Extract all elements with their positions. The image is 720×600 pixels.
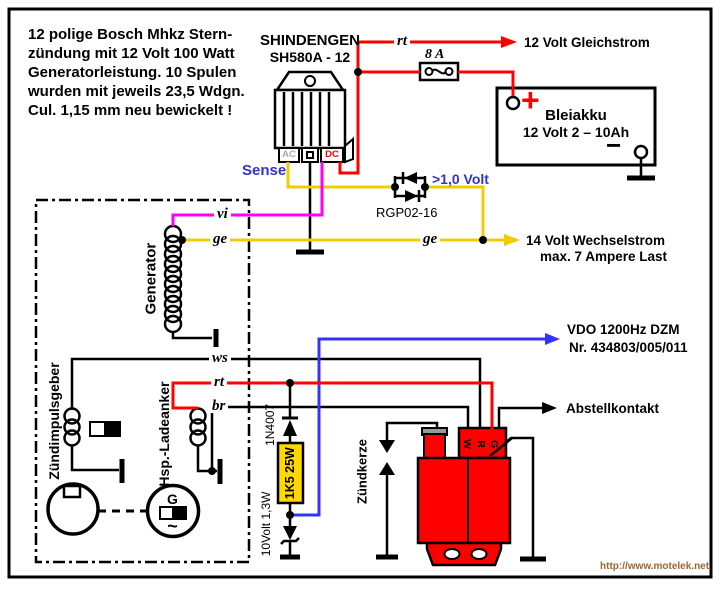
generator-label: Generator	[142, 242, 160, 315]
ac-output-label-1: 14 Volt Wechselstrom	[526, 233, 666, 248]
yellow-ac-wires	[182, 162, 520, 246]
regulator-brand: SHINDENGEN	[259, 32, 360, 49]
flywheel-icon	[46, 482, 201, 539]
dc-output-label: 12 Volt Gleichstrom	[524, 35, 650, 50]
battery-minus-sign: −	[606, 130, 622, 160]
footer-url: http://www.motelek.net	[600, 561, 710, 572]
wire-label-rt-2: rt	[211, 375, 228, 390]
pickup-coil-icon	[63, 407, 125, 483]
wire-label-vi: vi	[214, 207, 231, 222]
engine-enclosure-box	[34, 198, 251, 564]
wire-label-rt-top: rt	[394, 34, 411, 49]
fuse-rating: 8 A	[425, 47, 445, 62]
tacho-label-1: VDO 1200Hz DZM	[567, 322, 680, 337]
battery-name: Bleiakku	[545, 107, 607, 124]
pickup-magnet-icon	[89, 421, 121, 437]
wire-label-ws: ws	[209, 351, 231, 366]
regulator-terminal-ac: AC	[282, 149, 296, 160]
wire-label-ge-1: ge	[210, 232, 231, 247]
fuse-icon	[418, 61, 460, 82]
resistor-label: 1K5 25W	[282, 447, 297, 500]
sense-diode-model: RGP02-16	[376, 205, 438, 220]
spark-plug-gap-icon	[376, 421, 439, 560]
regulator-icon	[273, 70, 354, 164]
magenta-vi-wire	[171, 162, 324, 226]
kill-switch-label: Abstellkontakt	[566, 401, 660, 416]
note-line-5: Cul. 1,15 mm neu bewickelt !	[28, 102, 233, 119]
note-line-1: 12 polige Bosch Mhkz Stern-	[28, 26, 233, 43]
resistor-icon	[276, 441, 305, 505]
generator-coil-icon	[163, 224, 219, 347]
charge-coil-icon	[189, 407, 223, 484]
black-wires	[70, 162, 546, 562]
regulator-terminal-dc: DC	[325, 149, 339, 160]
flywheel-g-label: G	[167, 491, 178, 507]
ignition-coil-icon	[416, 426, 513, 567]
battery-plus-sign: +	[521, 82, 540, 118]
sense-diode-drop: >1,0 Volt	[432, 171, 489, 187]
ac-output-label-2: max. 7 Ampere Last	[540, 249, 668, 264]
sense-diode-pair-icon	[393, 172, 427, 202]
cdi-terminal-g: G	[488, 439, 501, 449]
flywheel-wave-label: ~	[167, 516, 178, 536]
junction-dots	[178, 68, 487, 519]
wire-label-ge-2: ge	[420, 232, 441, 247]
cdi-terminal-w: W	[461, 439, 474, 449]
note-line-2: zündung mit 12 Volt 100 Watt	[28, 45, 235, 62]
battery-icon	[495, 86, 657, 181]
pickup-label: Zündimpulsgeber	[45, 362, 62, 480]
zener-label: 10Volt 1,3W	[259, 491, 274, 557]
intro-note: 12 polige Bosch Mhkz Stern- zündung mit …	[28, 25, 245, 120]
cdi-terminal-r: R	[475, 440, 488, 448]
red-dc-wires	[171, 40, 515, 433]
arrowheads	[501, 36, 557, 414]
diode-1n4007-icon	[282, 383, 298, 443]
tacho-label-2: Nr. 434803/005/011	[569, 340, 688, 355]
page-border	[7, 7, 713, 579]
sense-label: Sense	[242, 162, 287, 179]
battery-spec: 12 Volt 2 – 10Ah	[522, 124, 630, 140]
blue-tacho-wire	[292, 333, 560, 517]
note-line-4: wurden mit jeweils 23,5 Wdgn.	[28, 83, 245, 100]
diode-label: 1N4007	[263, 403, 278, 446]
wire-label-br: br	[209, 399, 229, 414]
spark-plug-label: Zündkerze	[354, 438, 370, 504]
regulator-model: SH580A - 12	[269, 49, 351, 65]
note-line-3: Generatorleistung. 10 Spulen	[28, 64, 237, 81]
charge-coil-label: Hsp.-Ladeanker	[155, 381, 172, 487]
